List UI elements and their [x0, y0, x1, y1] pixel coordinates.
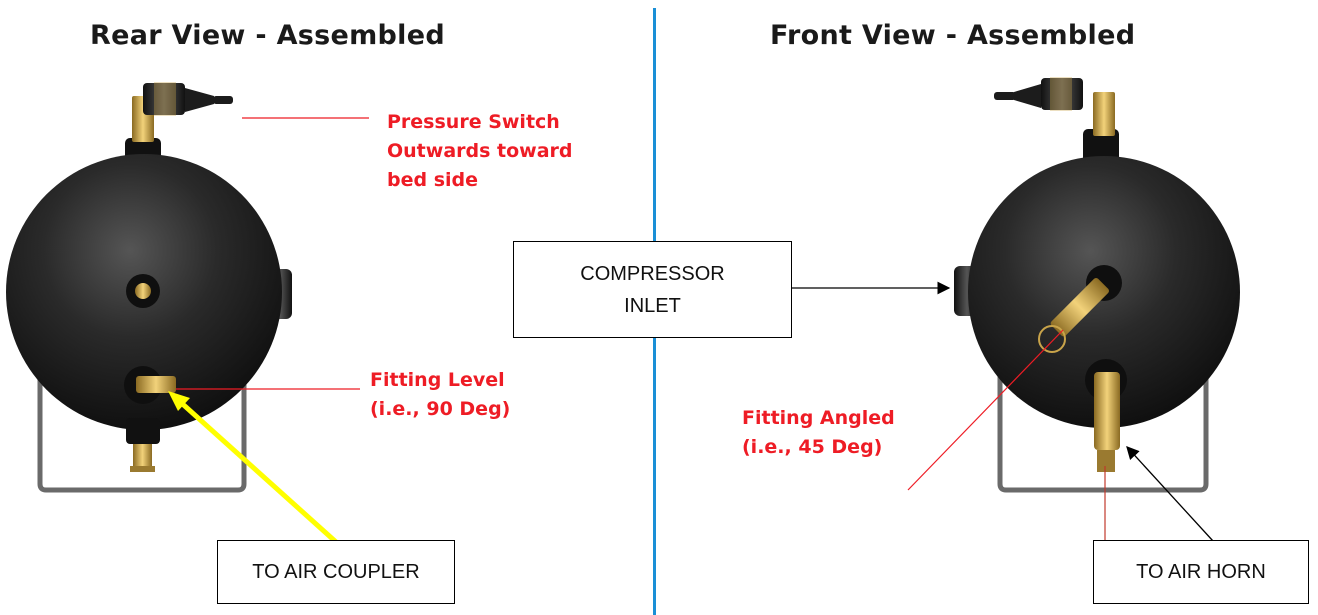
fitting-level-callout: Fitting Level (i.e., 90 Deg): [370, 369, 511, 420]
air-coupler-arrowhead: [168, 391, 190, 411]
front-down-fitting: [1094, 372, 1120, 450]
air-horn-arrow: [1126, 446, 1214, 542]
front-angled-fitting: [1050, 278, 1109, 337]
air-coupler-arrow: [175, 397, 338, 544]
rear-tank: [6, 82, 292, 493]
compressor-inlet-label: COMPRESSOR INLET: [513, 241, 792, 338]
air-coupler-label: TO AIR COUPLER: [217, 540, 455, 604]
front-tank: [954, 77, 1240, 493]
air-coupler-text: TO AIR COUPLER: [252, 561, 420, 583]
rear-center-fitting: [135, 283, 151, 299]
fitting-angled-callout: Fitting Angled (i.e., 45 Deg): [742, 407, 895, 458]
rear-level-fitting: [136, 376, 176, 393]
front-pressure-switch: [994, 92, 1016, 100]
fitting-angled-leader: [907, 329, 1064, 491]
air-horn-label: TO AIR HORN: [1093, 540, 1309, 604]
air-horn-text: TO AIR HORN: [1136, 561, 1266, 583]
pressure-switch-callout: Pressure Switch Outwards toward bed side: [387, 111, 573, 191]
compressor-inlet-text: COMPRESSOR INLET: [580, 262, 725, 317]
rear-view-title: Rear View - Assembled: [90, 20, 445, 51]
rear-pressure-switch: [213, 96, 233, 104]
rear-drain-fitting: [133, 444, 152, 468]
front-view-title: Front View - Assembled: [770, 20, 1136, 51]
